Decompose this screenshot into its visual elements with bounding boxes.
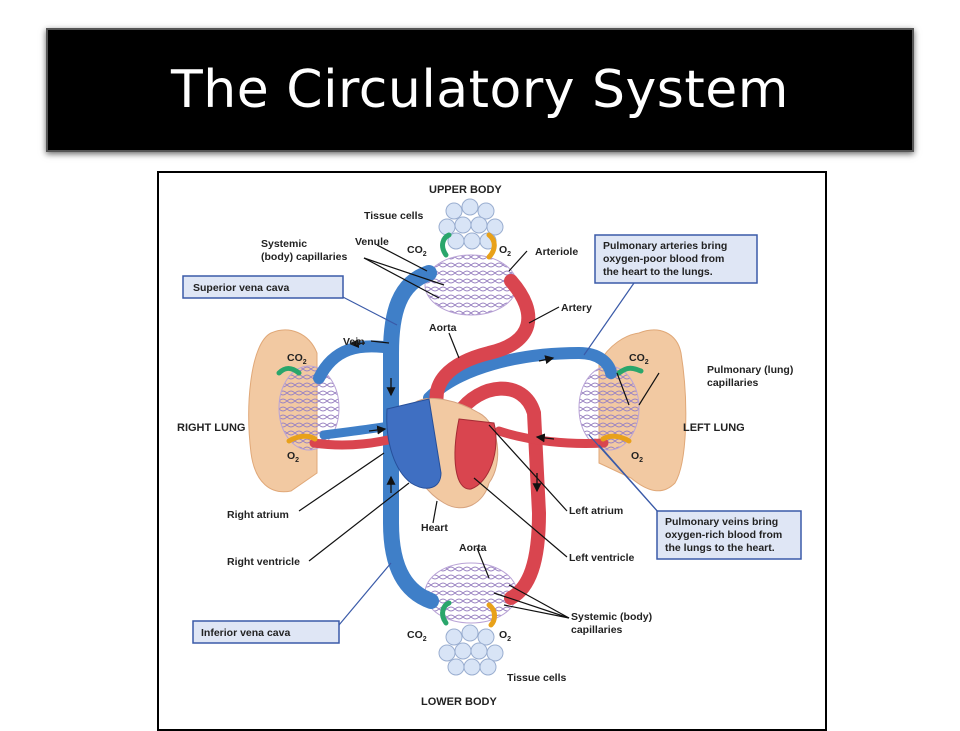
label-arteriole: Arteriole [535, 246, 578, 258]
gas-labels: CO2 O2 CO2 O2 CO2 O2 CO2 O2 [287, 244, 649, 643]
o2-sub-top: 2 [507, 251, 511, 258]
right-lung-capillaries [278, 365, 340, 451]
svg-text:CO2: CO2 [407, 629, 427, 643]
label-systemic-top-1: Systemic [261, 238, 307, 250]
label-left-ventricle: Left ventricle [569, 552, 635, 564]
left-heart-chambers [454, 418, 497, 490]
svg-text:O2: O2 [631, 450, 643, 464]
callout-pa-line-1: Pulmonary arteries bring [603, 240, 727, 252]
label-tissue-cells-top: Tissue cells [364, 210, 424, 222]
co2-label-bottom: CO [407, 629, 423, 641]
diagram-svg: UPPER BODY Tissue cells Systemic (body) … [177, 184, 802, 708]
label-aorta-top: Aorta [429, 322, 457, 334]
label-left-atrium: Left atrium [569, 505, 623, 517]
label-systemic-top-2: (body) capillaries [261, 251, 348, 263]
label-left-lung: LEFT LUNG [683, 422, 745, 434]
svg-text:O2: O2 [499, 629, 511, 643]
callout-pv-line-1: Pulmonary veins bring [665, 516, 778, 528]
label-pulm-cap-2: capillaries [707, 377, 759, 389]
o2-sub-right-lung: 2 [295, 457, 299, 464]
o2-label-left-lung: O [631, 450, 639, 462]
flow-arrows [349, 338, 555, 493]
label-upper-body: UPPER BODY [429, 184, 502, 196]
label-systemic-bottom-1: Systemic (body) [571, 611, 652, 623]
label-aorta-bottom: Aorta [459, 542, 487, 554]
pointer-lines [298, 244, 660, 619]
label-systemic-bottom-2: capillaries [571, 624, 623, 636]
co2-label-left-lung: CO [629, 352, 645, 364]
right-heart-chambers [386, 398, 442, 489]
o2-label-bottom: O [499, 629, 507, 641]
callout-superior-text: Superior vena cava [193, 282, 289, 294]
slide-title: The Circulatory System [171, 60, 789, 120]
o2-label-right-lung: O [287, 450, 295, 462]
callout-inferior-text: Inferior vena cava [201, 627, 290, 639]
label-tissue-cells-bottom: Tissue cells [507, 672, 567, 684]
callout-pulmonary-arteries: Pulmonary arteries bring oxygen-poor blo… [594, 234, 758, 284]
label-right-lung: RIGHT LUNG [177, 422, 245, 434]
title-bar: The Circulatory System [46, 28, 914, 152]
svg-text:O2: O2 [287, 450, 299, 464]
label-pulm-cap-1: Pulmonary (lung) [707, 364, 793, 376]
o2-sub-bottom: 2 [507, 636, 511, 643]
o2-label-top: O [499, 244, 507, 256]
callout-pulmonary-veins: Pulmonary veins bring oxygen-rich blood … [656, 510, 802, 560]
svg-text:CO2: CO2 [629, 352, 649, 366]
label-heart: Heart [421, 522, 448, 534]
svg-text:O2: O2 [499, 244, 511, 258]
co2-label-right-lung: CO [287, 352, 303, 364]
oxygen-rich-vessels [309, 274, 609, 605]
circulatory-diagram: UPPER BODY Tissue cells Systemic (body) … [157, 171, 827, 731]
co2-sub-right-lung: 2 [303, 359, 307, 366]
callout-pv-line-2: oxygen-rich blood from [665, 529, 782, 541]
label-vein: Vein [343, 336, 365, 348]
callout-pa-line-3: the heart to the lungs. [603, 266, 713, 278]
upper-capillaries [424, 254, 518, 316]
callout-superior-vena-cava: Superior vena cava [182, 275, 344, 299]
oxygen-poor-vessels [313, 265, 617, 609]
label-venule: Venule [355, 236, 389, 248]
gas-exchange-arrows [276, 232, 644, 628]
label-lower-body: LOWER BODY [421, 696, 497, 708]
label-right-atrium: Right atrium [227, 509, 289, 521]
lower-tissue-cells [438, 624, 504, 676]
co2-sub-top: 2 [423, 251, 427, 258]
svg-text:CO2: CO2 [407, 244, 427, 258]
o2-sub-left-lung: 2 [639, 457, 643, 464]
label-right-ventricle: Right ventricle [227, 556, 300, 568]
callout-connectors [338, 282, 660, 626]
co2-sub-left-lung: 2 [645, 359, 649, 366]
svg-text:CO2: CO2 [287, 352, 307, 366]
callout-pv-line-3: the lungs to the heart. [665, 542, 775, 554]
co2-sub-bottom: 2 [423, 636, 427, 643]
lower-capillaries [424, 562, 518, 624]
callout-inferior-vena-cava: Inferior vena cava [192, 620, 340, 644]
label-artery: Artery [561, 302, 592, 314]
co2-label-top: CO [407, 244, 423, 256]
callout-pa-line-2: oxygen-poor blood from [603, 253, 724, 265]
